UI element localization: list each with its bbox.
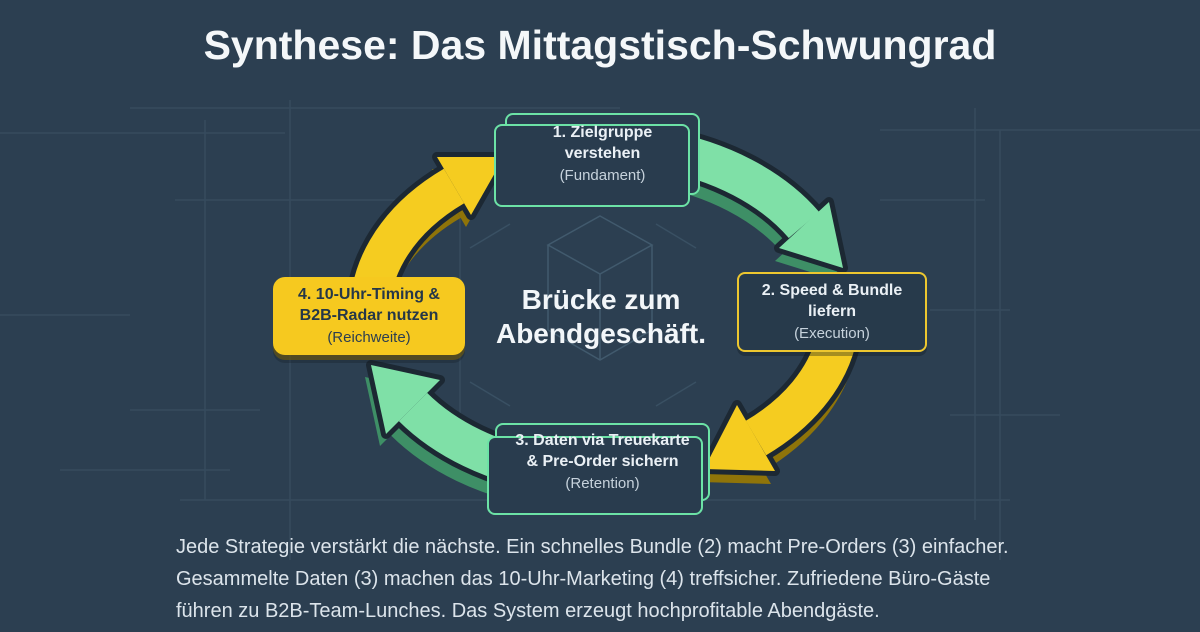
stage-4-card: 4. 10-Uhr-Timing & B2B-Radar nutzen (Rei… — [273, 277, 465, 355]
summary-line: Gesammelte Daten (3) machen das 10-Uhr-M… — [176, 568, 991, 590]
page-title: Synthese: Das Mittagstisch-Schwungrad — [203, 22, 997, 68]
stage-2-subtitle: (Execution) — [794, 324, 870, 342]
stage-2-title: 2. Speed & Bundle — [761, 281, 903, 299]
stage-2-card: 2. Speed & Bundle liefern (Execution) — [737, 272, 927, 352]
stage-1-title-line2: verstehen — [564, 144, 641, 162]
stage-3-title-line2: & Pre-Order sichern — [526, 452, 679, 470]
blueprint-dashes — [469, 223, 697, 407]
stage-4-title: 4. 10-Uhr-Timing & — [298, 285, 440, 303]
summary-line: Jede Strategie verstärkt die nächste. Ei… — [176, 536, 1009, 558]
stage-1-title: 1. Zielgruppe — [552, 123, 653, 141]
stage-3-title: 3. Daten via Treuekarte — [515, 431, 690, 449]
hub-label-line1: Brücke zum — [521, 284, 681, 315]
stage-4-title-line2: B2B-Radar nutzen — [299, 306, 439, 324]
stage-4-subtitle: (Reichweite) — [327, 328, 411, 346]
stage-1-subtitle: (Fundament) — [559, 166, 646, 184]
stage-3-subtitle: (Retention) — [565, 474, 640, 492]
stage-2-title-line2: liefern — [807, 302, 856, 320]
arrow-stage2-to-stage3-icon — [699, 334, 861, 484]
stage-3-card: 3. Daten via Treuekarte & Pre-Order sich… — [495, 423, 710, 501]
summary-paragraph: Jede Strategie verstärkt die nächste. Ei… — [176, 531, 1076, 627]
blueprint-cube-icon — [546, 215, 654, 361]
hub-label-line2: Abendgeschäft. — [495, 318, 707, 350]
hub-label: Brücke zum Abendgeschäft. — [440, 283, 762, 351]
summary-line: führen zu B2B-Team-Lunches. Das System e… — [176, 600, 880, 622]
stage-1-card: 1. Zielgruppe verstehen (Fundament) — [505, 113, 700, 195]
